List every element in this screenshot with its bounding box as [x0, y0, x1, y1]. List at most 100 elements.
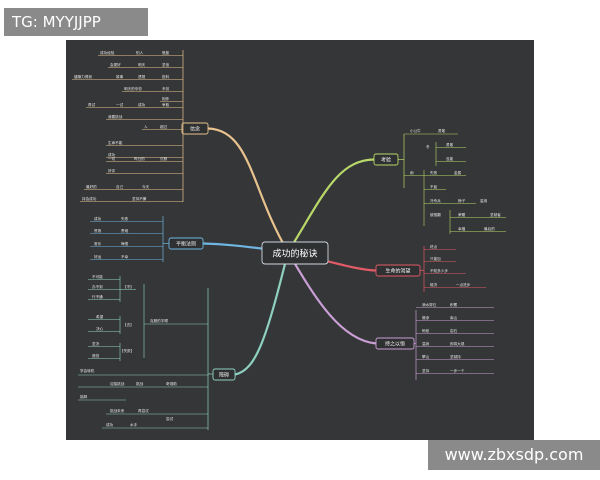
exam-leaf: 坚韧者 — [490, 212, 501, 217]
faith-leaf: 别人 — [136, 50, 144, 55]
faith-leaf: 故事 — [116, 74, 124, 79]
persist-leaf: 攀山 — [422, 354, 430, 359]
persist-leaf: 南山 — [450, 315, 458, 320]
faith-leaf: 自己 — [116, 184, 124, 189]
balance-leaf: 好运 — [94, 254, 102, 259]
exam-leaf: 滥用 — [480, 198, 488, 203]
watermark-bottom-right: www.zbxsdp.com — [428, 440, 600, 470]
faith-leaf: 明天 — [138, 63, 146, 67]
exam-leaf: 冬 — [426, 144, 430, 149]
exam-leaf: 被推翻 — [430, 212, 441, 217]
obstacle-leaf: 【去】 — [123, 322, 134, 327]
obstacle-leaf: 行不通 — [92, 294, 103, 299]
branch-curve-persist — [286, 250, 378, 345]
balance-leaf: 成功 — [94, 216, 102, 221]
exam-leaf: 不屈 — [430, 185, 438, 189]
faith-leaf: 缝隙力得到 — [74, 74, 92, 79]
exam-leaf: 小公牛 — [410, 128, 421, 133]
faith-leaf: 批料 — [162, 74, 170, 79]
balance-leaf: 责难 — [121, 228, 129, 233]
life-leaf: 一点进步 — [456, 282, 471, 287]
center-node-label: 成功的秘诀 — [272, 248, 317, 260]
faith-leaf: 持会成功 — [82, 196, 97, 201]
life-leaf: 毅决 — [430, 282, 438, 287]
faith-leaf: 相伴 — [162, 96, 170, 101]
exam-leaf: 金属 — [454, 170, 462, 175]
mindmap-canvas: 成功的秘诀信念平衡法则障碍考验生命的渴望持之以恒成功经验别人借鉴会更好明天坚信缝… — [66, 40, 534, 440]
obstacle-leaf: 挑战 — [136, 381, 144, 386]
persist-leaf: 坚持 — [422, 368, 430, 373]
faith-leaf: 成功经验 — [100, 50, 115, 55]
center-node — [261, 241, 329, 265]
exam-leaf: 幸福 — [458, 226, 466, 231]
balance-leaf: 不幸 — [121, 254, 129, 259]
category-label-faith: 信念 — [190, 126, 200, 133]
faith-leaf: 成功 — [108, 152, 116, 157]
obstacle-leaf: 克服的字眼 — [150, 318, 168, 323]
obstacle-leaf: 【失败】 — [120, 348, 134, 353]
persist-leaf: 滴水穿石 — [422, 302, 437, 307]
balance-leaf: 悔恨 — [121, 241, 129, 246]
faith-leaf: 会更好 — [110, 62, 121, 67]
persist-leaf: 蚂蚁 — [422, 328, 430, 333]
exam-leaf: 勇敢 — [446, 142, 454, 147]
exam-leaf: 没能 — [446, 156, 454, 161]
life-leaf: 不知多少步 — [430, 268, 448, 273]
persist-leaf: 即将大观 — [450, 341, 465, 346]
obstacle-leaf: 水手 — [130, 422, 138, 427]
exam-leaf: 失败 — [430, 170, 438, 175]
category-label-life: 生命的渴望 — [385, 268, 410, 275]
obstacle-leaf: 遮挡 — [92, 353, 100, 358]
branch-curve-exam — [286, 158, 376, 254]
exam-leaf: 勇敢 — [438, 128, 446, 133]
faith-leaf: 争取 — [162, 102, 170, 107]
faith-leaf: 昨日的 — [134, 156, 145, 161]
obstacle-leaf: 决心 — [96, 326, 104, 331]
faith-leaf: 坚持不懈 — [132, 196, 147, 201]
persist-leaf: 微渗 — [422, 315, 430, 320]
persist-leaf: 积累 — [450, 302, 458, 307]
faith-leaf: 沉默 — [160, 156, 168, 161]
faith-leaf: 超过 — [160, 124, 168, 129]
faith-leaf: 成功 — [138, 102, 146, 107]
exam-leaf: 荣耀 — [458, 212, 466, 217]
category-label-persist: 持之以恒 — [385, 341, 405, 348]
balance-leaf: 失败 — [121, 216, 129, 221]
watermark-top-left: TG: MYYJJPP — [4, 8, 148, 36]
persist-leaf: 温润 — [422, 341, 430, 346]
obstacle-leaf: 挑战未来 — [110, 408, 125, 413]
faith-leaf: 我要挑战 — [108, 114, 123, 119]
obstacle-leaf: 再尝试 — [138, 408, 149, 413]
exam-leaf: 雨 — [410, 170, 414, 175]
faith-leaf: 今天 — [142, 184, 150, 189]
mindmap-svg: 成功的秘诀信念平衡法则障碍考验生命的渴望持之以恒成功经验别人借鉴会更好明天坚信缝… — [72, 50, 506, 430]
obstacle-leaf: 希望 — [96, 314, 104, 319]
exam-leaf: 狮子 — [458, 198, 466, 203]
persist-leaf: 一步一个 — [450, 368, 465, 373]
obstacle-leaf: 坚决 — [92, 341, 100, 346]
obstacle-leaf: 尝试 — [166, 416, 174, 421]
branch-curve-obstacle — [233, 250, 290, 376]
obstacle-leaf: 不可能 — [92, 274, 103, 279]
faith-leaf: 借鉴 — [162, 50, 170, 55]
category-label-exam: 考验 — [381, 157, 391, 164]
obstacle-leaf: 挑衅 — [80, 394, 88, 399]
exam-leaf: 冷杀兵 — [430, 198, 441, 203]
obstacle-leaf: 学会转机 — [80, 368, 95, 373]
faith-leaf: 坚信 — [162, 62, 170, 67]
balance-leaf: 常乐 — [94, 241, 102, 246]
life-leaf: 只能加 — [430, 256, 441, 261]
exam-leaf: 最后的 — [484, 226, 495, 231]
persist-leaf: 坚韧持 — [450, 354, 461, 359]
faith-leaf: 最好的 — [86, 184, 97, 189]
category-node-faith — [181, 122, 209, 135]
faith-leaf: 辛劳 — [162, 86, 170, 91]
obstacle-leaf: 奇观助 — [166, 381, 177, 386]
life-leaf: 终点 — [430, 244, 438, 249]
faith-leaf: 人 — [144, 124, 148, 129]
faith-leaf: 明天的辛劳 — [124, 86, 142, 91]
persist-leaf: 岩石 — [450, 328, 458, 333]
faith-leaf: 一切 — [108, 156, 116, 161]
category-node-obstacle — [212, 368, 236, 381]
balance-leaf: 赞扬 — [94, 228, 102, 233]
